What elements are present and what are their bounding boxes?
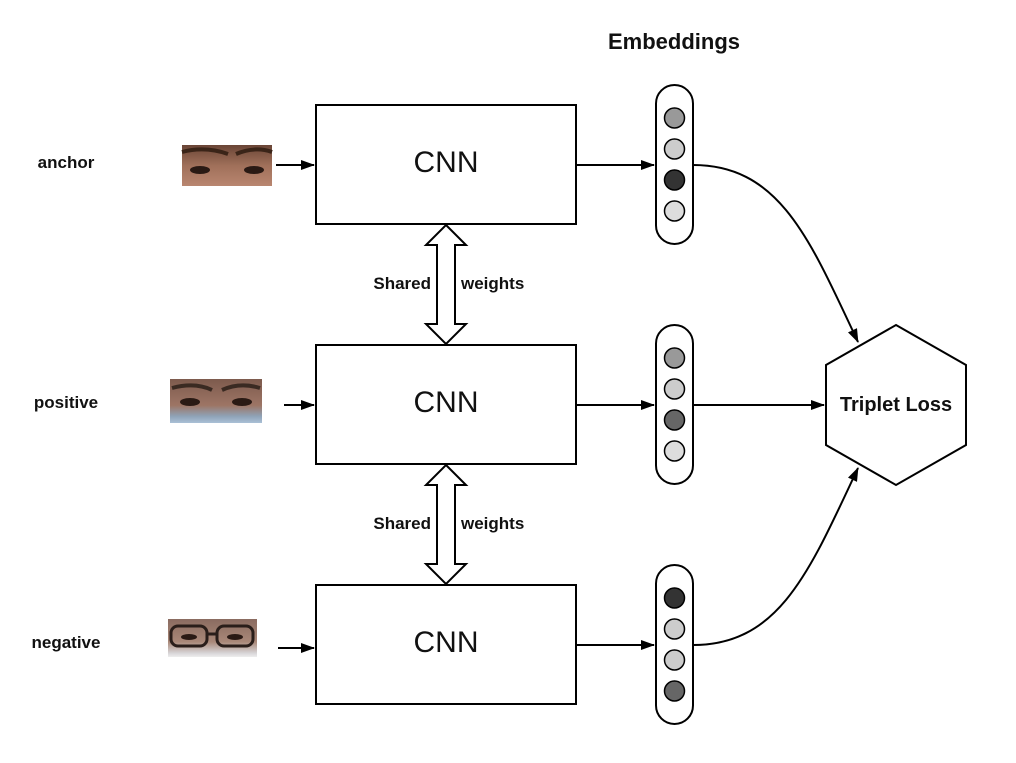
- embedding-dot: [663, 200, 686, 222]
- embedding-dot: [663, 409, 686, 431]
- embedding-dot: [663, 649, 686, 671]
- negative-eyes-image: [168, 619, 257, 657]
- embedding-vector-positive: [655, 324, 694, 485]
- anchor-to-loss-arrow: [692, 164, 859, 343]
- cnn-box-anchor: CNN: [315, 104, 577, 225]
- embedding-dot: [663, 169, 686, 191]
- embedding-dot: [663, 378, 686, 400]
- triplet-loss-node: Triplet Loss: [825, 323, 967, 487]
- shared-label: Shared: [373, 514, 431, 533]
- embeddings-title: Embeddings: [608, 29, 740, 54]
- cnn-label: CNN: [414, 146, 479, 179]
- shared-label: Shared: [373, 274, 431, 293]
- positive-eyes-image: [170, 379, 262, 423]
- triplet-loss-label: Triplet Loss: [840, 394, 952, 416]
- anchor-eyes-image: [181, 145, 273, 186]
- weights-label: weights: [460, 514, 524, 533]
- negative-label: negative: [32, 633, 101, 652]
- embedding-dot: [663, 587, 686, 609]
- embedding-dot: [663, 107, 686, 129]
- cnn-label: CNN: [414, 386, 479, 419]
- embedding-dot: [663, 680, 686, 702]
- cnn-box-positive: CNN: [315, 344, 577, 465]
- negative-to-loss-arrow: [692, 467, 859, 646]
- positive-label: positive: [34, 393, 98, 412]
- embedding-dot: [663, 618, 686, 640]
- embedding-dot: [663, 440, 686, 462]
- embedding-dot: [663, 138, 686, 160]
- cnn-box-negative: CNN: [315, 584, 577, 705]
- embedding-dot: [663, 347, 686, 369]
- shared-weights-arrow-top: [423, 223, 469, 346]
- shared-weights-arrow-bottom: [423, 463, 469, 586]
- anchor-label: anchor: [38, 153, 95, 172]
- weights-label: weights: [460, 274, 524, 293]
- embedding-vector-anchor: [655, 84, 694, 245]
- cnn-label: CNN: [414, 626, 479, 659]
- embedding-vector-negative: [655, 564, 694, 725]
